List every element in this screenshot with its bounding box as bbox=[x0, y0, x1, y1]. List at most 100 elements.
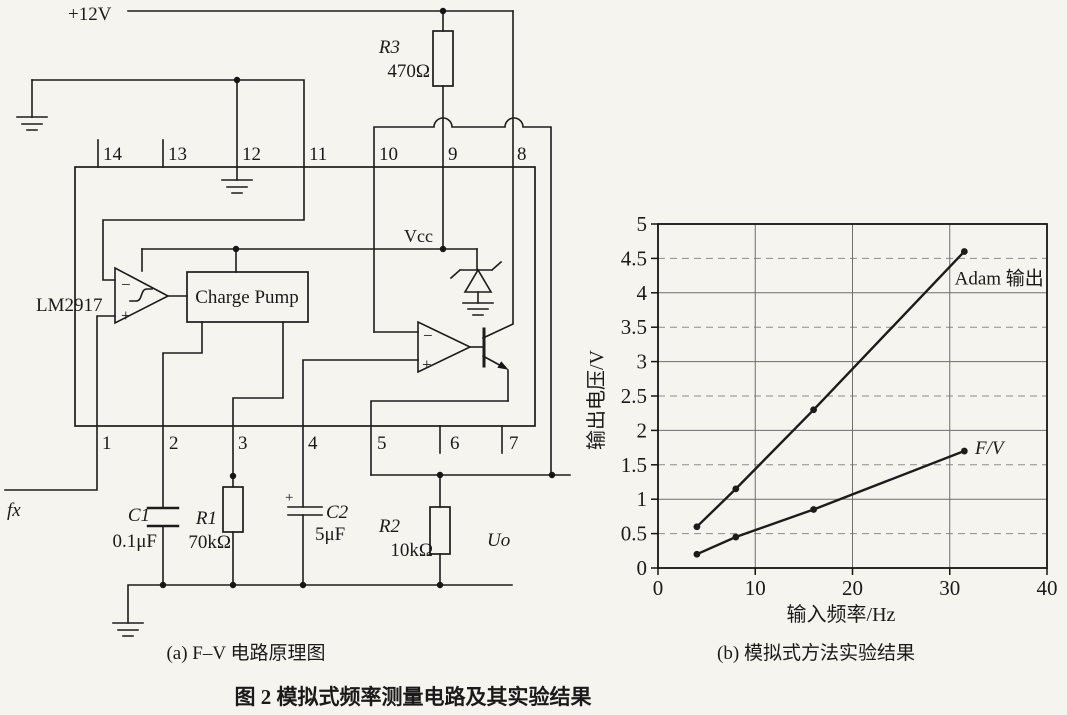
chart-ytick-label: 5 bbox=[637, 212, 648, 236]
ic-body-outline bbox=[74, 166, 536, 427]
pin-label-5: 5 bbox=[377, 433, 387, 454]
vcc-label: Vcc bbox=[404, 226, 433, 246]
pin-label-1: 1 bbox=[102, 433, 112, 454]
pin-label-14: 14 bbox=[103, 144, 123, 165]
r1-value: 70kΩ bbox=[188, 532, 231, 553]
emitter-arrow-icon bbox=[497, 361, 509, 370]
capacitor-c1 bbox=[146, 506, 180, 528]
ground-symbol-zener bbox=[462, 302, 494, 316]
c2-polarity-sign: + bbox=[285, 490, 293, 506]
resistor-r1 bbox=[222, 486, 244, 533]
r3-name: R3 bbox=[378, 37, 400, 58]
supply-label: +12V bbox=[68, 4, 112, 25]
pin4-opamp2-wire bbox=[302, 359, 419, 508]
transistor-collector-lead bbox=[481, 322, 515, 340]
chart-ytick-label: 0.5 bbox=[621, 522, 647, 546]
pin-label-6: 6 bbox=[450, 433, 460, 454]
pin-label-10: 10 bbox=[379, 144, 398, 165]
input-signal-label: fx bbox=[7, 500, 21, 521]
pin-label-13: 13 bbox=[168, 144, 187, 165]
circuit-diagram: − + Charge Pump − + bbox=[4, 4, 571, 637]
zener-cathode-bar bbox=[449, 260, 503, 280]
ground-symbol-bottomleft bbox=[112, 622, 144, 637]
opamp1-plus-wire-fx bbox=[4, 315, 116, 491]
hysteresis-icon bbox=[129, 288, 153, 302]
chart-xtick-label: 10 bbox=[745, 576, 766, 600]
opamp-2: − + bbox=[417, 320, 472, 374]
chart-ytick-label: 1.5 bbox=[621, 453, 647, 477]
chart-data-point bbox=[693, 523, 701, 531]
chart-ytick-label: 2.5 bbox=[621, 384, 647, 408]
opamp2-plus-sign: + bbox=[422, 355, 432, 374]
opamp1-minus-sign: − bbox=[121, 275, 131, 294]
chart-ytick-label: 3 bbox=[637, 350, 648, 374]
chart-data-point bbox=[960, 248, 968, 255]
chart-ytick-label: 4.5 bbox=[621, 246, 647, 270]
chart-data-point bbox=[693, 550, 701, 558]
r1-name: R1 bbox=[195, 508, 217, 529]
charge-pump-block: Charge Pump bbox=[186, 271, 309, 323]
caption-subfigure-b: (b) 模拟式方法实验结果 bbox=[717, 642, 915, 664]
opamp-1: − + bbox=[114, 266, 170, 325]
chart-ytick-label: 4 bbox=[637, 281, 648, 305]
figure-caption: 图 2 模拟式频率测量电路及其实验结果 bbox=[235, 685, 592, 709]
chargepump-lead-pin3 bbox=[232, 321, 284, 488]
chart-ytick-label: 2 bbox=[637, 418, 648, 442]
chart-ytick-label: 1 bbox=[637, 487, 648, 511]
zener-anode-triangle bbox=[463, 268, 493, 293]
pin-label-11: 11 bbox=[309, 144, 327, 165]
r3-value: 470Ω bbox=[387, 61, 430, 82]
pin-label-9: 9 bbox=[448, 144, 458, 165]
chart-ytick-label: 3.5 bbox=[621, 315, 647, 339]
zener-diode bbox=[449, 260, 503, 293]
chart-xtick-label: 40 bbox=[1037, 576, 1058, 600]
c2-value: 5μF bbox=[315, 524, 345, 545]
chart-data-point bbox=[810, 406, 817, 414]
pin-label-12: 12 bbox=[242, 144, 261, 165]
chart-data-point bbox=[960, 447, 968, 455]
c1-name: C1 bbox=[128, 505, 150, 526]
r2-value: 10kΩ bbox=[390, 540, 433, 561]
opamp2-minus-sign: − bbox=[423, 326, 433, 345]
chart-xlabel: 输入频率/Hz bbox=[787, 603, 896, 626]
chart-xtick-label: 30 bbox=[939, 576, 960, 600]
output-label: Uo bbox=[487, 530, 510, 551]
chart-xtick-label: 20 bbox=[842, 576, 863, 600]
ground-symbol-topleft bbox=[16, 116, 48, 131]
capacitor-c2: + bbox=[285, 490, 323, 516]
pin-label-4: 4 bbox=[308, 433, 318, 454]
chart-series-line bbox=[696, 449, 965, 556]
pin-label-7: 7 bbox=[509, 433, 519, 454]
chart-xtick-label: 0 bbox=[653, 576, 664, 600]
chart-data-point bbox=[732, 485, 740, 493]
charge-pump-label: Charge Pump bbox=[195, 287, 299, 308]
chargepump-lead-pin2 bbox=[162, 321, 203, 509]
chart-ytick-label: 0 bbox=[637, 556, 648, 580]
pin-label-3: 3 bbox=[238, 433, 248, 454]
charge-pump-outline bbox=[186, 271, 309, 323]
chart-data-point bbox=[810, 506, 817, 513]
transistor-emitter-lead bbox=[481, 354, 509, 402]
circuit-wires bbox=[4, 10, 571, 624]
pin-label-8: 8 bbox=[517, 144, 527, 165]
chart-data-point bbox=[732, 533, 740, 541]
pin-label-2: 2 bbox=[169, 433, 179, 454]
junction-dots bbox=[159, 7, 556, 589]
chart-series-label: Adam 输出 bbox=[955, 268, 1044, 290]
r2-name: R2 bbox=[378, 516, 401, 537]
chart-series-line bbox=[696, 250, 966, 528]
ic-label: LM2917 bbox=[36, 295, 103, 316]
opamp1-plus-sign: + bbox=[121, 306, 131, 325]
ground-rail-bottom bbox=[127, 584, 513, 624]
opamp1-triangle bbox=[114, 266, 170, 325]
ground-rail-topleft bbox=[31, 79, 305, 281]
ground-symbol-pin12 bbox=[221, 179, 253, 194]
resistor-r3 bbox=[432, 30, 454, 87]
c2-name: C2 bbox=[326, 502, 349, 523]
c1-value: 0.1μF bbox=[112, 531, 157, 552]
emitter-pin5-wire bbox=[370, 400, 509, 476]
pin-labels: 14 13 12 11 10 9 8 1 2 3 4 5 6 7 bbox=[102, 144, 527, 454]
